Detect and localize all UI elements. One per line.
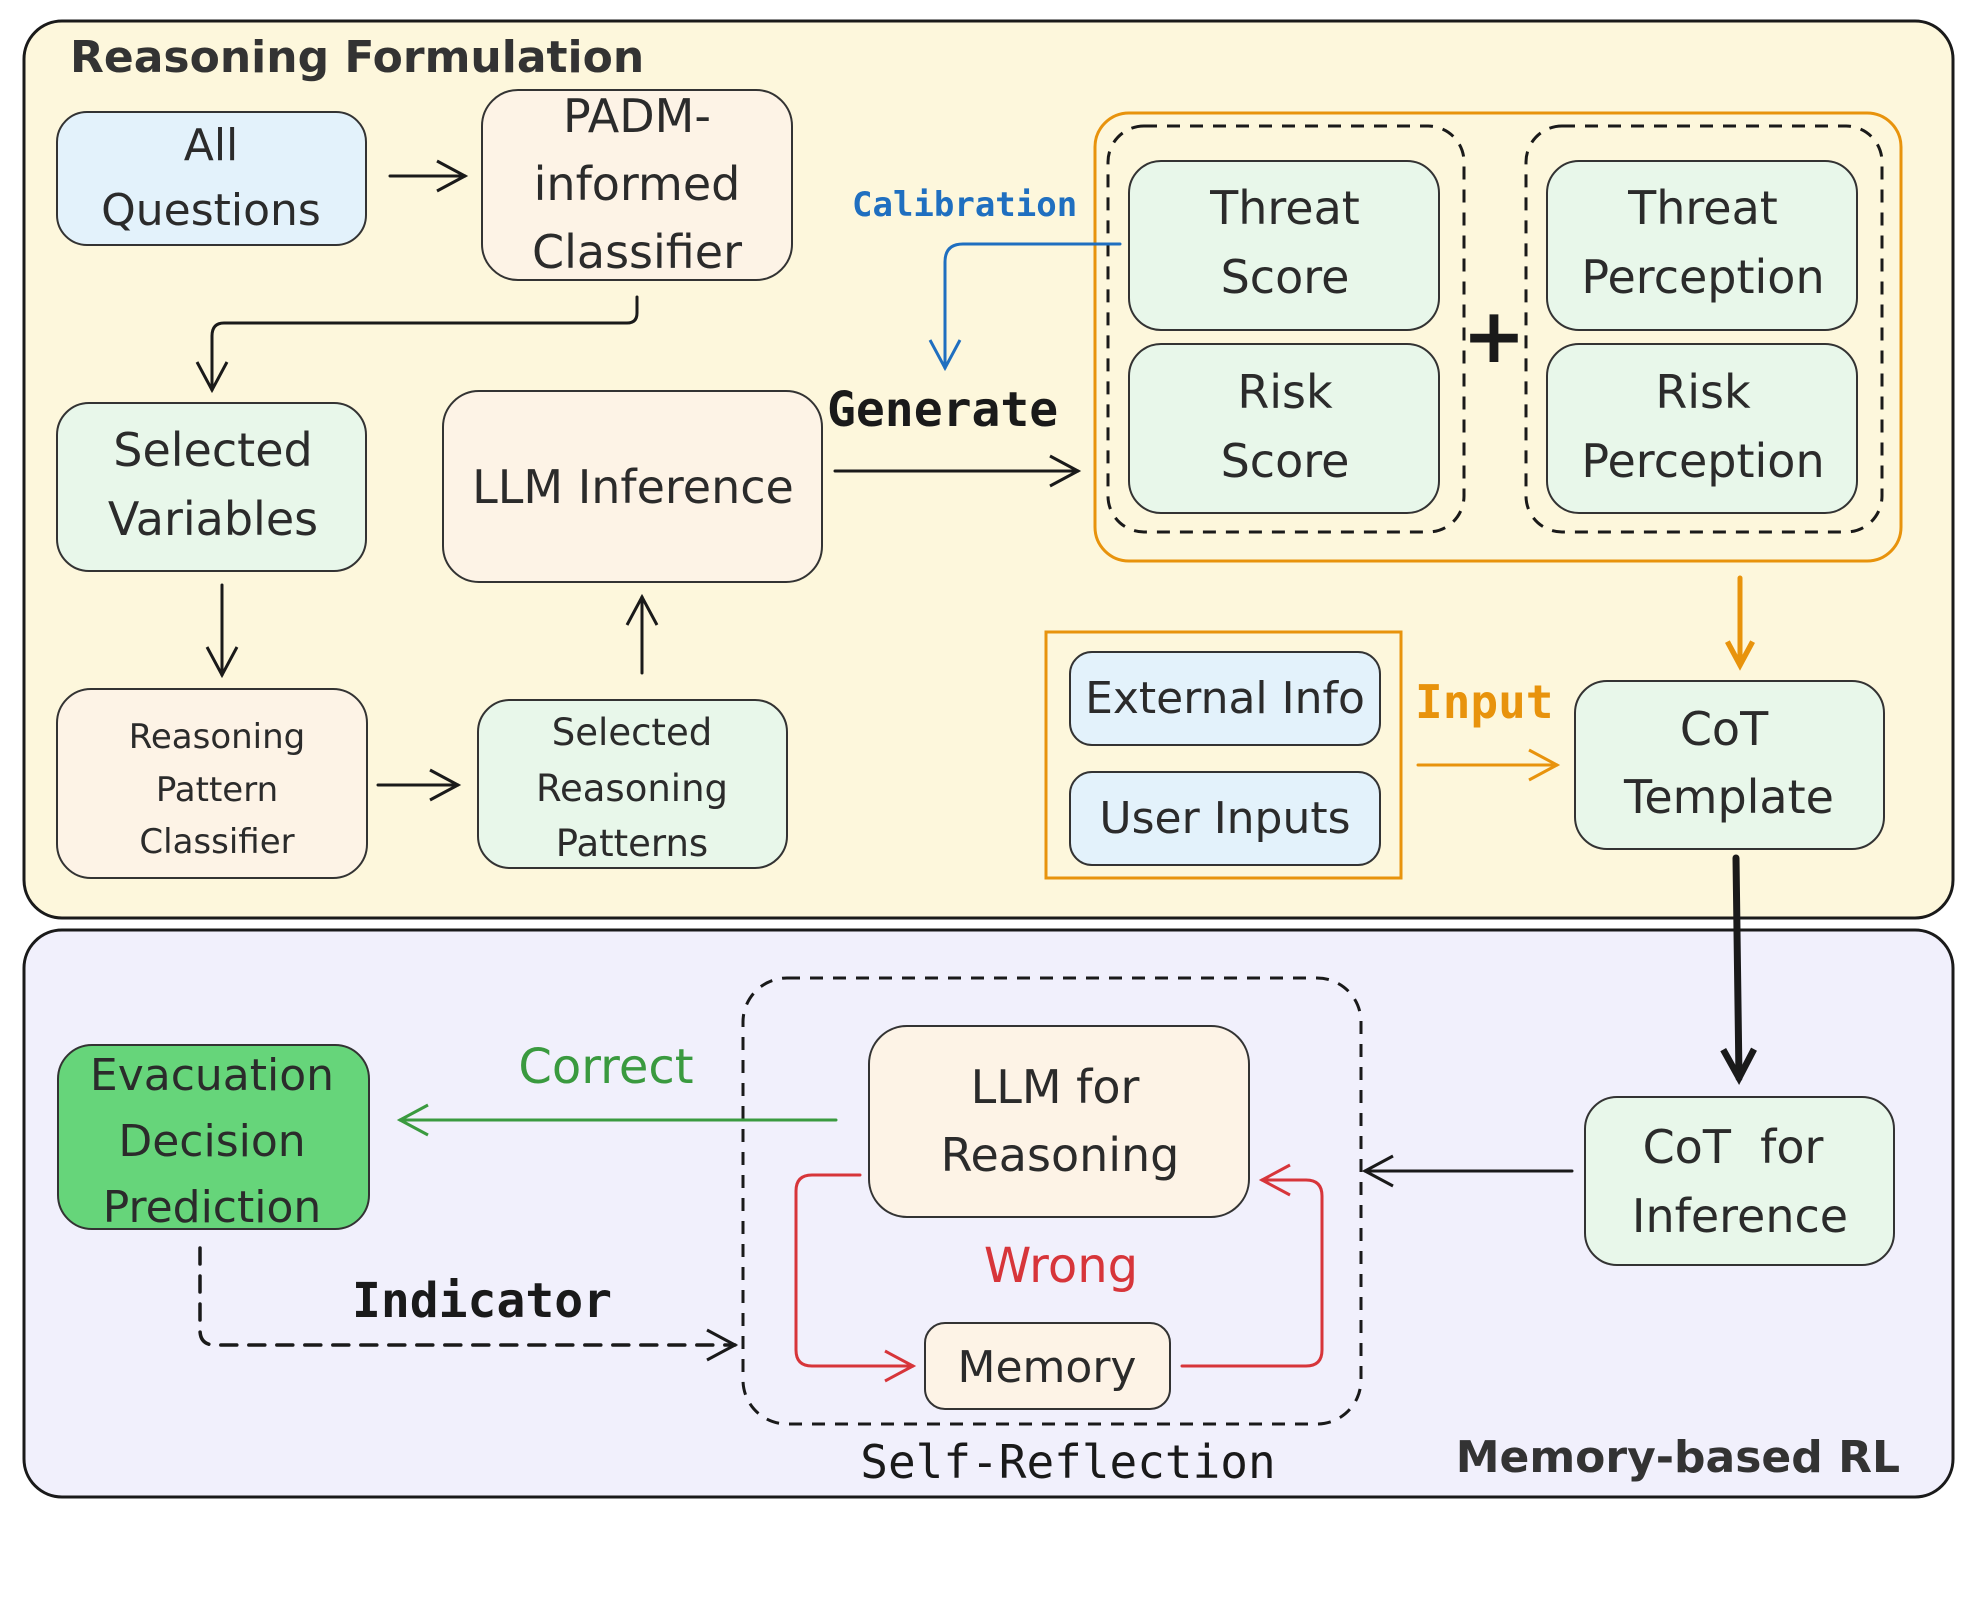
self-reflection-label: Self-Reflection <box>860 1435 1275 1489</box>
input-group <box>1044 630 1403 880</box>
self-reflection-group <box>741 976 1363 1426</box>
node-memory: Memory <box>924 1322 1171 1410</box>
svg-text:External Info: External Info <box>1085 673 1365 724</box>
edge-cot-to-inference <box>1720 854 1757 1085</box>
panel-title-reasoning-formulation: Reasoning Formulation <box>70 32 644 83</box>
output-group <box>1093 111 1903 563</box>
svg-text:User Inputs: User Inputs <box>1099 793 1350 844</box>
edge-indicator <box>198 1246 739 1362</box>
edge-calibration <box>928 242 1122 372</box>
label-plus: + <box>1462 291 1526 380</box>
edge-padm-to-variables <box>195 295 639 394</box>
label-calibration: Calibration <box>852 185 1077 225</box>
edge-memory-to-llm <box>1180 1163 1324 1368</box>
score-group <box>1106 124 1466 534</box>
edge-wrong-to-memory <box>794 1173 917 1383</box>
node-external-info: External Info <box>1069 651 1381 746</box>
panel-title-memory-rl: Memory-based RL <box>1456 1432 1900 1483</box>
label-generate: Generate <box>827 382 1058 438</box>
svg-text:Memory: Memory <box>958 1342 1137 1393</box>
label-indicator: Indicator <box>352 1273 612 1329</box>
perception-group <box>1524 124 1884 534</box>
label-input: Input <box>1415 675 1553 729</box>
node-user-inputs: User Inputs <box>1069 771 1381 866</box>
node-llm-inference: LLM Inference <box>442 390 823 583</box>
svg-text:LLM Inference: LLM Inference <box>472 460 794 514</box>
label-wrong: Wrong <box>984 1238 1138 1294</box>
label-correct: Correct <box>518 1039 693 1095</box>
